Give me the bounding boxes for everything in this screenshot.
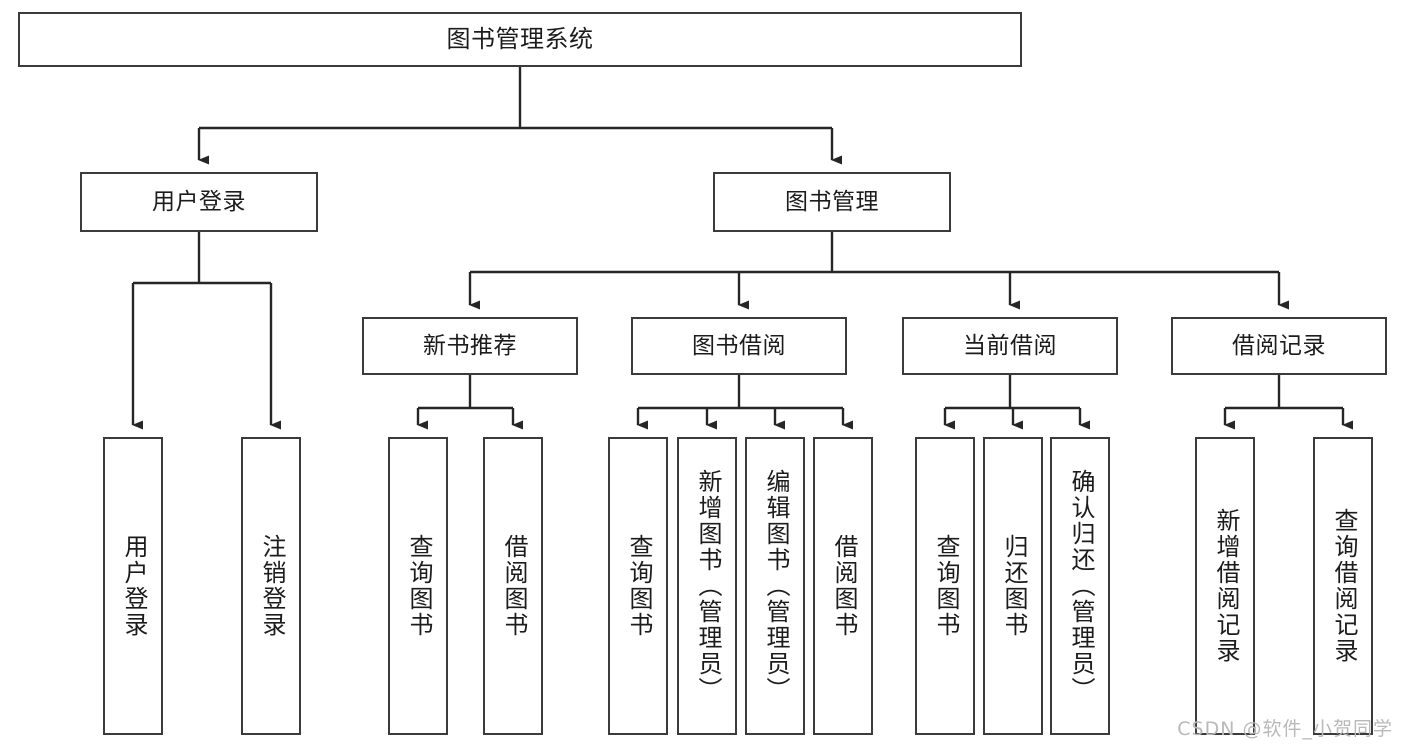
leaf-current-borrow-query-book[interactable]: 查询图书 <box>915 437 975 735</box>
leaf-user-login-logout[interactable]: 注销登录 <box>241 437 301 735</box>
node-root-label: 图书管理系统 <box>446 24 594 53</box>
node-root-library-system[interactable]: 图书管理系统 <box>18 12 1022 67</box>
leaf-book-borrow-query-book[interactable]: 查询图书 <box>608 437 668 735</box>
node-book-management[interactable]: 图书管理 <box>713 172 951 232</box>
leaf-label: 新增图书（管理员） <box>693 469 722 703</box>
node-user-login[interactable]: 用户登录 <box>80 172 318 232</box>
leaf-label: 新增借阅记录 <box>1211 508 1240 664</box>
leaf-book-borrow-edit-book[interactable]: 编辑图书（管理员） <box>745 437 805 735</box>
leaf-label: 查询借阅记录 <box>1329 508 1358 664</box>
leaf-label: 归还图书 <box>999 534 1028 638</box>
node-current-borrow[interactable]: 当前借阅 <box>902 317 1118 375</box>
leaf-label: 查询图书 <box>404 534 433 638</box>
leaf-label: 确认归还（管理员） <box>1066 469 1095 703</box>
node-book-management-label: 图书管理 <box>785 188 879 215</box>
leaf-user-login-login[interactable]: 用户登录 <box>103 437 163 735</box>
leaf-book-borrow-add-book[interactable]: 新增图书（管理员） <box>677 437 737 735</box>
node-borrow-record[interactable]: 借阅记录 <box>1171 317 1387 375</box>
node-borrow-record-label: 借阅记录 <box>1232 332 1326 359</box>
leaf-current-borrow-return-book[interactable]: 归还图书 <box>983 437 1043 735</box>
leaf-current-borrow-confirm-return[interactable]: 确认归还（管理员） <box>1050 437 1110 735</box>
leaf-label: 查询图书 <box>931 534 960 638</box>
node-new-book-recommend[interactable]: 新书推荐 <box>362 317 578 375</box>
leaf-label: 用户登录 <box>119 534 148 638</box>
leaf-borrow-record-query-record[interactable]: 查询借阅记录 <box>1313 437 1373 735</box>
leaf-label: 编辑图书（管理员） <box>761 469 790 703</box>
leaf-label: 查询图书 <box>624 534 653 638</box>
leaf-label: 注销登录 <box>257 534 286 638</box>
leaf-new-book-query-book[interactable]: 查询图书 <box>388 437 448 735</box>
node-book-borrow-label: 图书借阅 <box>692 332 786 359</box>
leaf-book-borrow-borrow-book[interactable]: 借阅图书 <box>813 437 873 735</box>
node-user-login-label: 用户登录 <box>152 188 246 215</box>
csdn-watermark: CSDN @软件_小贺同学 <box>1177 718 1393 740</box>
node-new-book-recommend-label: 新书推荐 <box>423 332 517 359</box>
leaf-borrow-record-add-record[interactable]: 新增借阅记录 <box>1195 437 1255 735</box>
node-current-borrow-label: 当前借阅 <box>963 332 1057 359</box>
leaf-label: 借阅图书 <box>499 534 528 638</box>
leaf-new-book-borrow-book[interactable]: 借阅图书 <box>483 437 543 735</box>
leaf-label: 借阅图书 <box>829 534 858 638</box>
node-book-borrow[interactable]: 图书借阅 <box>631 317 847 375</box>
